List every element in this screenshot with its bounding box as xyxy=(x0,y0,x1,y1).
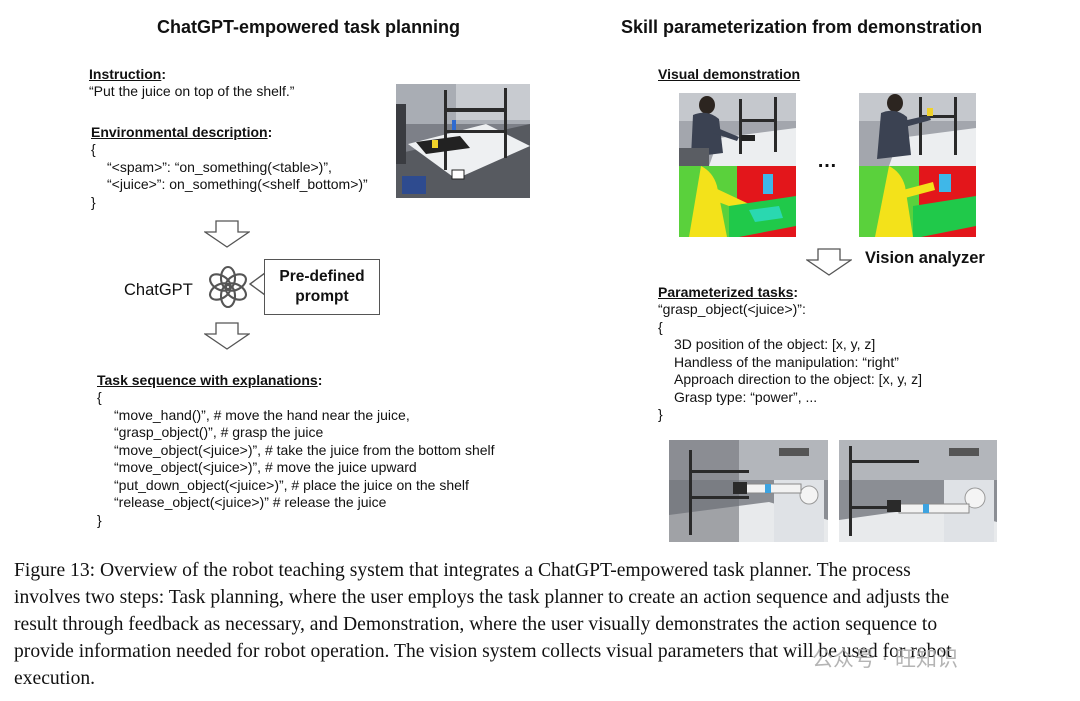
demo-photo-last xyxy=(859,93,976,166)
task-seq-line: “release_object(<juice>)” # release the … xyxy=(114,494,387,510)
task-seq-line: “move_object(<juice>)”, # take the juice… xyxy=(114,441,495,458)
param-line: Grasp type: “power”, ... xyxy=(674,388,818,405)
param-line: Approach direction to the object: [x, y,… xyxy=(674,371,922,387)
caption-line: involves two steps: Task planning, where… xyxy=(14,587,950,608)
env-heading: Environmental description: xyxy=(91,124,272,142)
left-panel-title: ChatGPT-empowered task planning xyxy=(157,17,461,37)
task-seq-line: “move_hand()”, # move the hand near the … xyxy=(114,406,410,423)
right-panel-title: Skill parameterization from demonstratio… xyxy=(621,17,983,37)
env-line: { xyxy=(91,141,96,157)
env-line: “<juice>”: on_something(<shelf_bottom>)” xyxy=(107,176,368,192)
robot-photo-last xyxy=(839,440,997,542)
scene-photo xyxy=(396,84,530,198)
param-line: } xyxy=(658,406,663,422)
param-line: { xyxy=(658,318,663,335)
predefined-prompt-box: Pre-defined prompt xyxy=(264,259,380,315)
task-seq-label: Task sequence with explanations xyxy=(97,372,318,388)
task-seq-heading: Task sequence with explanations: xyxy=(97,372,322,390)
caption-line: result through feedback as necessary, an… xyxy=(14,614,938,635)
env-label: Environmental description xyxy=(91,124,268,140)
prompt-line: Pre-defined xyxy=(279,268,365,285)
down-arrow-icon xyxy=(204,322,250,350)
robot-photo-first xyxy=(669,440,828,542)
demo-segmentation-last xyxy=(859,166,976,237)
env-line: } xyxy=(91,193,96,210)
instruction-text: “Put the juice on top of the shelf.” xyxy=(89,83,295,99)
task-seq-line: “put_down_object(<juice>)”, # place the … xyxy=(114,476,469,493)
openai-logo-icon xyxy=(205,264,251,315)
env-line: “<spam>”: “on_something(<table>)”, xyxy=(107,158,332,175)
down-arrow-icon xyxy=(806,248,852,276)
ellipsis: … xyxy=(817,150,837,172)
instruction-heading: Instruction: xyxy=(89,66,166,84)
param-line: Handless of the manipulation: “right” xyxy=(674,353,899,370)
visual-demo-label: Visual demonstration xyxy=(658,66,801,82)
task-seq-line: “grasp_object()”, # grasp the juice xyxy=(114,424,324,440)
task-seq-line: { xyxy=(97,389,102,405)
demo-segmentation-first xyxy=(679,166,796,237)
param-tasks-colon: : xyxy=(793,284,799,300)
vision-analyzer-label: Vision analyzer xyxy=(865,249,985,267)
param-tasks-heading: Parameterized tasks: xyxy=(658,284,798,302)
demo-photo-first xyxy=(679,93,796,166)
task-seq-line: } xyxy=(97,511,102,528)
task-seq-colon: : xyxy=(317,372,323,388)
param-tasks-label: Parameterized tasks xyxy=(658,284,794,300)
down-arrow-icon xyxy=(204,220,250,248)
instruction-colon: : xyxy=(161,66,167,82)
env-colon: : xyxy=(267,124,273,140)
env-code-block: { “<spam>”: “on_something(<table>)”, “<j… xyxy=(91,141,368,211)
watermark: 公众号 · 旺知识 xyxy=(812,647,959,671)
caption-line: execution. xyxy=(14,668,96,689)
caption-line: provide information needed for robot ope… xyxy=(14,641,952,662)
figure-caption: Figure 13: Overview of the robot teachin… xyxy=(14,557,1072,692)
param-code-block: “grasp_object(<juice>)”: { 3D position o… xyxy=(658,301,922,424)
task-seq-line: “move_object(<juice>)”, # move the juice… xyxy=(114,459,417,475)
caption-line: Figure 13: Overview of the robot teachin… xyxy=(14,560,911,581)
param-line: 3D position of the object: [x, y, z] xyxy=(674,336,876,352)
instruction-label: Instruction xyxy=(89,66,162,82)
prompt-line: prompt xyxy=(295,288,349,305)
chatgpt-label: ChatGPT xyxy=(124,281,193,299)
param-line: “grasp_object(<juice>)”: xyxy=(658,301,806,317)
task-seq-code-block: { “move_hand()”, # move the hand near th… xyxy=(97,389,495,529)
